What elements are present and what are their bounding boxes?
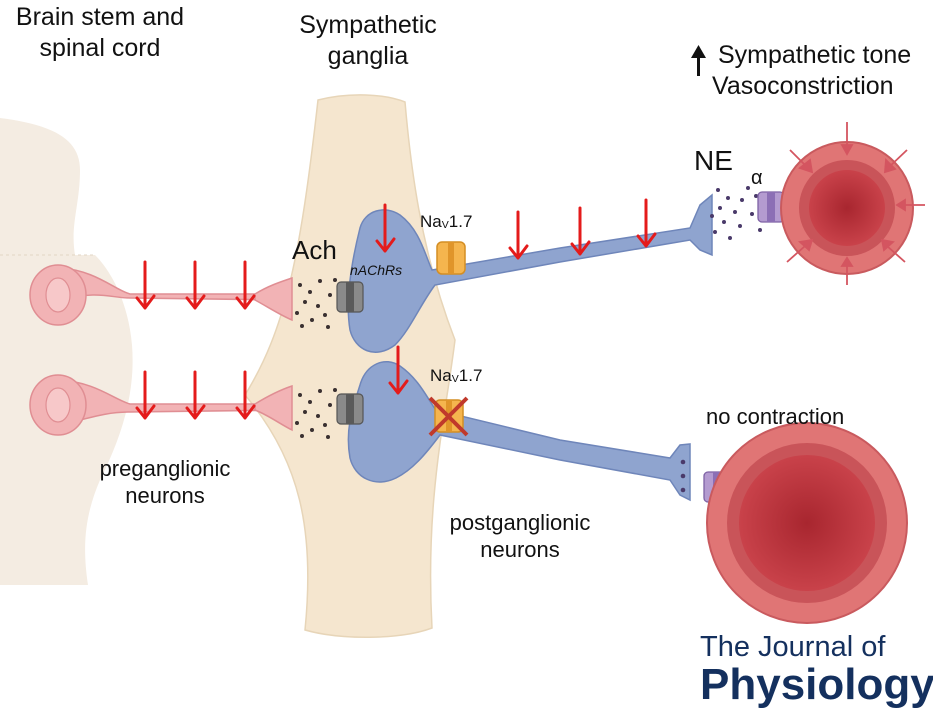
brain-stem-label: Brain stem and spinal cord: [0, 2, 200, 63]
journal-logo-line1: The Journal of: [700, 631, 886, 663]
ach-vesicles-top: [295, 278, 337, 329]
ne-label: NE: [694, 145, 733, 176]
nav17-top-main: Na: [420, 212, 442, 231]
action-potential-icon: [235, 370, 256, 420]
ganglia-line1: Sympathetic: [299, 11, 437, 39]
preganglionic-line2: neurons: [125, 482, 205, 508]
brain-stem-line2: spinal cord: [39, 33, 161, 62]
nav17-label-top: NaV1.7: [420, 212, 472, 233]
action-potential-icon: [185, 370, 206, 420]
postganglionic-neuron-top: [347, 193, 713, 353]
journal-logo-line2: Physiology: [700, 660, 933, 709]
tone-line1: Sympathetic tone: [718, 41, 912, 69]
constriction-arrows: [786, 122, 925, 285]
nachr-receptor-icon: [336, 393, 364, 425]
action-potentials: [135, 198, 657, 420]
action-potential-icon: [508, 210, 529, 260]
preganglionic-label: preganglionic neurons: [70, 456, 260, 510]
nav17-label-bottom: NaV1.7: [430, 366, 482, 387]
action-potential-icon: [135, 370, 156, 420]
preganglionic-neuron-top: [29, 264, 293, 326]
action-potential-icon: [388, 345, 409, 395]
blood-vessel-relaxed: [706, 422, 908, 624]
ach-vesicles-bottom: [295, 388, 337, 439]
postganglionic-neuron-bottom: [347, 361, 691, 502]
tone-line2: Vasoconstriction: [712, 71, 894, 100]
action-potential-icon: [636, 198, 657, 248]
nachrs-label: nAChRs: [350, 262, 403, 278]
action-potential-icon: [375, 203, 396, 253]
brain-stem-line1: Brain stem and: [15, 3, 185, 31]
action-potential-icon: [135, 260, 156, 310]
tone-label: Sympathetic tone Vasoconstriction: [712, 40, 927, 101]
postganglionic-line2: neurons: [480, 536, 560, 562]
terminal-vesicles-bottom: [680, 459, 686, 493]
preganglionic-neuron-bottom: [29, 374, 293, 436]
nav17-channel-icon: [436, 241, 466, 275]
nav17-bottom-suffix: 1.7: [458, 366, 483, 385]
no-contraction-label: no contraction: [706, 404, 845, 429]
up-arrow-icon: [691, 45, 706, 76]
action-potential-icon: [185, 260, 206, 310]
ne-vesicles: [710, 186, 762, 240]
nav17-top-suffix: 1.7: [448, 212, 473, 231]
nav17-top-sub: V: [441, 219, 449, 232]
action-potential-icon: [235, 260, 256, 310]
blood-vessel-constricted: [780, 141, 914, 275]
blocked-channel-icon: [428, 396, 469, 437]
nav17-bottom-sub: V: [451, 373, 459, 386]
postganglionic-line1: postganglionic: [449, 510, 591, 535]
ach-label: Ach: [292, 235, 337, 265]
postganglionic-label: postganglionic neurons: [420, 510, 620, 564]
preganglionic-line1: preganglionic: [99, 456, 231, 481]
ganglia-label: Sympathetic ganglia: [278, 10, 458, 71]
action-potential-icon: [570, 206, 591, 256]
ganglia-line2: ganglia: [327, 41, 409, 70]
alpha-label: α: [751, 167, 763, 189]
nav17-bottom-main: Na: [430, 366, 452, 385]
nachr-receptor-icon: [336, 281, 364, 313]
journal-logo: The Journal of Physiology: [700, 632, 933, 708]
spinal-cord-shape: [0, 118, 133, 585]
